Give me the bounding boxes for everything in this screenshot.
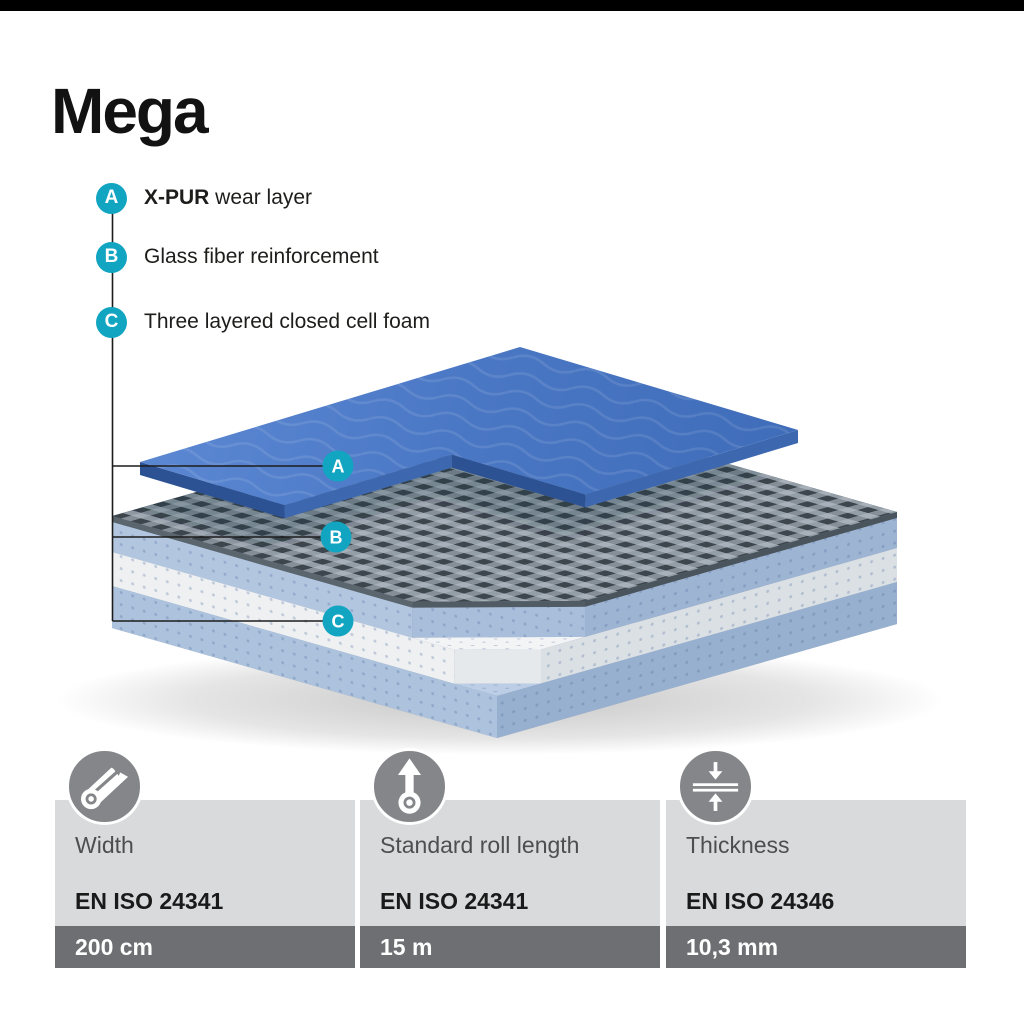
- legend-badge-a: A: [96, 182, 127, 214]
- spec-col-roll-length: Standard roll length EN ISO 24341 15 m: [360, 748, 660, 968]
- spec-standard: EN ISO 24341: [75, 888, 224, 914]
- spec-standard: EN ISO 24341: [380, 888, 529, 914]
- legend-item-glass-fiber: B Glass fiber reinforcement: [96, 241, 379, 273]
- spec-col-width: Width EN ISO 24341 200 cm: [55, 748, 355, 968]
- spec-value: 15 m: [360, 926, 660, 968]
- diagram-marker-a-label: A: [332, 457, 345, 477]
- diagram-marker-c: C: [322, 605, 354, 637]
- spec-label: Width: [75, 832, 134, 858]
- page-title: Mega: [51, 75, 209, 147]
- foam-white-layer: [112, 548, 897, 684]
- diagram-marker-b-label: B: [330, 528, 343, 548]
- connector-lines: [111, 213, 323, 622]
- diagram-marker-c-label: C: [332, 612, 345, 632]
- spec-value: 200 cm: [55, 926, 355, 968]
- width-icon: [66, 748, 143, 825]
- spec-col-thickness: Thickness EN ISO 24346 10,3 mm: [666, 748, 966, 968]
- roll-length-icon: [371, 748, 448, 825]
- foam-bottom-layer: [112, 582, 897, 738]
- diagram-marker-b: B: [320, 521, 352, 553]
- legend-label-b: Glass fiber reinforcement: [144, 245, 379, 268]
- legend-label-c: Three layered closed cell foam: [144, 310, 430, 333]
- legend-item-foam: C Three layered closed cell foam: [96, 306, 430, 338]
- legend-badge-b: B: [96, 241, 127, 273]
- legend-label-a: X-PUR wear layer: [144, 186, 313, 209]
- diagram-marker-a: A: [322, 450, 354, 482]
- spec-label: Thickness: [686, 832, 790, 858]
- legend-badge-c: C: [96, 306, 127, 338]
- spec-value: 10,3 mm: [666, 926, 966, 968]
- thickness-icon: [677, 748, 754, 825]
- top-bar: [0, 0, 1024, 11]
- legend-item-wear-layer: A X-PUR wear layer: [96, 182, 312, 214]
- spec-label: Standard roll length: [380, 832, 580, 858]
- spec-standard: EN ISO 24346: [686, 888, 835, 914]
